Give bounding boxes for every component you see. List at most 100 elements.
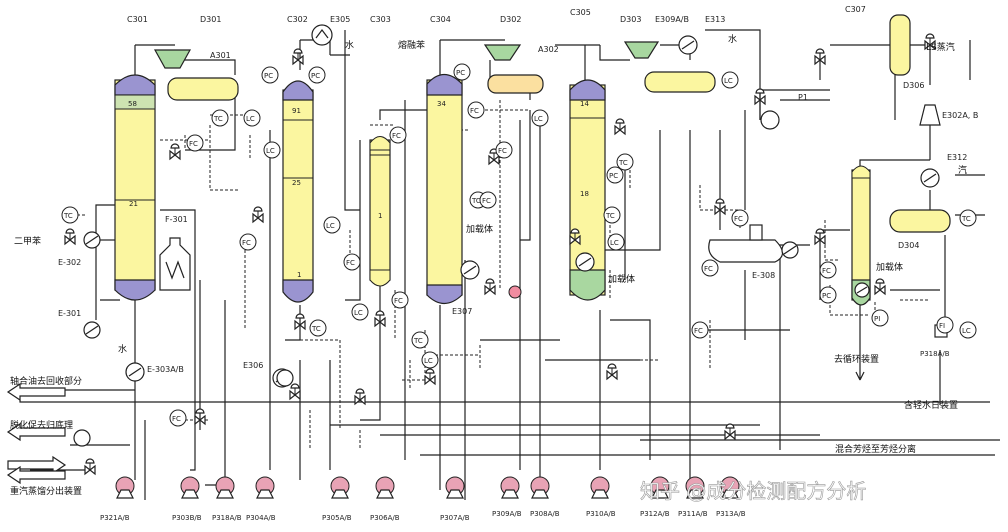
tag-e305: E305: [330, 15, 350, 24]
svg-text:FC: FC: [482, 197, 491, 205]
tag-e301: E-301: [58, 309, 81, 318]
pump: [330, 476, 350, 499]
pump-tag: P321A/B: [100, 514, 130, 522]
instrument-fi: FI: [936, 316, 954, 334]
svg-text:FC: FC: [189, 140, 198, 148]
tag-c304: C304: [430, 15, 451, 24]
pump: [500, 476, 520, 499]
svg-text:FC: FC: [242, 239, 251, 247]
control-valve: [814, 228, 826, 246]
control-valves: [64, 33, 936, 476]
label-heating-fluid-3: 加载体: [876, 261, 903, 273]
label-steam-2: 汽: [958, 164, 967, 176]
pump-tag: P313A/B: [716, 510, 746, 518]
instrument-fc: FC: [479, 191, 497, 209]
instrument-pc: PC: [453, 63, 471, 81]
pump: [255, 476, 275, 499]
pump: [445, 476, 465, 499]
svg-text:LC: LC: [724, 77, 733, 85]
tag-f301: F-301: [165, 215, 188, 224]
tag-d301: D301: [200, 15, 221, 24]
svg-text:FC: FC: [694, 327, 703, 335]
tag-a302: A302: [538, 45, 559, 54]
svg-text:PC: PC: [311, 72, 320, 80]
outlet-arrows: [6, 350, 941, 485]
instrument-lc: LC: [607, 233, 625, 251]
svg-text:FI: FI: [939, 322, 945, 330]
control-valve: [814, 48, 826, 66]
label-water-3: 水: [728, 33, 737, 45]
svg-text:PC: PC: [456, 69, 465, 77]
label-xylene: 二甲苯: [14, 235, 41, 247]
column-c302: 91 25 1: [282, 80, 314, 303]
svg-text:FC: FC: [734, 215, 743, 223]
instrument-tc: TC: [61, 206, 79, 224]
control-valve: [714, 198, 726, 216]
instrument-fc: FC: [701, 259, 719, 277]
control-valve: [169, 143, 181, 161]
column-c303: 1: [369, 136, 391, 287]
control-valve: [874, 278, 886, 296]
tag-e303: E-303A/B: [147, 365, 184, 374]
control-valve: [484, 278, 496, 296]
control-valve: [294, 313, 306, 331]
svg-text:TC: TC: [413, 337, 423, 345]
instrument-fc: FC: [239, 233, 257, 251]
svg-text:LC: LC: [326, 222, 335, 230]
instrument-fc: FC: [186, 134, 204, 152]
pump-tag: P305A/B: [322, 514, 352, 522]
label-out-catalyst: 脱化促去归底理: [10, 419, 73, 431]
pump-tag: P307A/B: [440, 514, 470, 522]
svg-text:TC: TC: [961, 215, 971, 223]
control-valve: [374, 310, 386, 328]
pump-tag: P310A/B: [586, 510, 616, 518]
label-out-mixed: 混合芳烃至芳烃分离: [835, 443, 916, 455]
label-out-discharge: 去循环装置: [834, 353, 879, 365]
svg-text:LC: LC: [266, 147, 275, 155]
instrument-fc: FC: [691, 321, 709, 339]
instrument-tc: TC: [411, 331, 429, 349]
control-valve: [606, 363, 618, 381]
label-out-light: 轴合油去回收部分: [10, 375, 82, 387]
tag-e307: E307: [452, 307, 472, 316]
pump-tag: P318A/B: [920, 350, 950, 358]
label-water-2: 水: [118, 343, 127, 355]
svg-text:FC: FC: [704, 265, 713, 273]
drums: [167, 14, 951, 263]
instrument-pc: PC: [308, 66, 326, 84]
instrument-fc: FC: [495, 141, 513, 159]
control-valve: [924, 33, 936, 51]
pump: [650, 476, 670, 499]
svg-text:TC: TC: [213, 115, 223, 123]
pump: [115, 476, 135, 499]
label-out-water: 含轻水日装置: [904, 399, 958, 411]
svg-text:PI: PI: [874, 315, 880, 323]
instrument-fc: FC: [343, 253, 361, 271]
svg-text:FC: FC: [470, 107, 479, 115]
instrument-fc: FC: [731, 209, 749, 227]
label-heating-fluid-2: 加载体: [608, 273, 635, 285]
tag-p1: P1: [798, 93, 808, 102]
instrument-lc: LC: [959, 321, 977, 339]
pump-row: [73, 369, 740, 499]
pump-tag: P309A/B: [492, 510, 522, 518]
pump: [180, 476, 200, 499]
label-out-heavy: 重汽蒸馏分出装置: [10, 485, 82, 497]
control-valve: [289, 383, 301, 401]
tag-a301: A301: [210, 51, 231, 60]
furnace-f301: [159, 237, 191, 291]
instrument-fc: FC: [389, 126, 407, 144]
pump-tag: P311A/B: [678, 510, 708, 518]
tag-d304: D304: [898, 241, 919, 250]
svg-text:14: 14: [580, 100, 589, 108]
svg-text:58: 58: [128, 100, 137, 108]
pump-tag: P304A/B: [246, 514, 276, 522]
pump-tag: P308A/B: [530, 510, 560, 518]
control-valve: [354, 388, 366, 406]
svg-text:FC: FC: [498, 147, 507, 155]
svg-text:LC: LC: [424, 357, 433, 365]
instrument-lc: LC: [263, 141, 281, 159]
instrument-fc: FC: [391, 291, 409, 309]
